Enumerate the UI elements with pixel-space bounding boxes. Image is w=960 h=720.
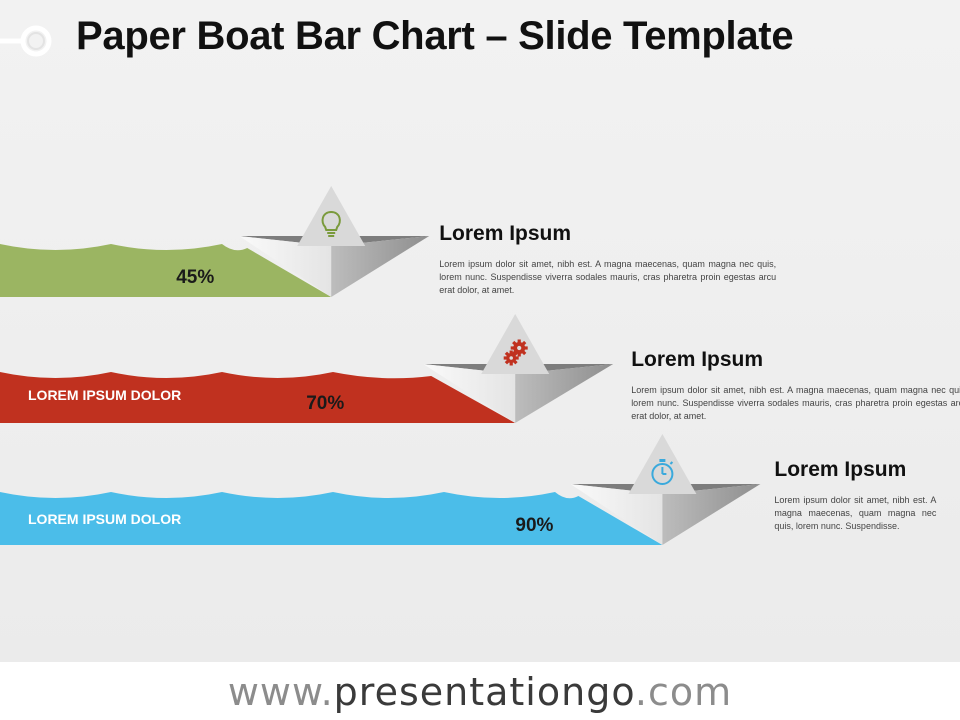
description-block: Lorem Ipsum Lorem ipsum dolor sit amet, … bbox=[439, 222, 776, 297]
bar bbox=[0, 492, 663, 545]
description-text: Lorem ipsum dolor sit amet, nibh est. A … bbox=[774, 495, 937, 531]
description-block: Lorem Ipsum Lorem ipsum dolor sit amet, … bbox=[631, 348, 960, 423]
description-text: Lorem ipsum dolor sit amet, nibh est. A … bbox=[439, 259, 777, 295]
bar-value-label: 45% bbox=[176, 267, 215, 288]
footer-url[interactable]: www.presentationgo.com bbox=[228, 670, 732, 714]
gears-icon bbox=[503, 339, 528, 366]
bar-category-label: LOREM IPSUM DOLOR bbox=[28, 387, 182, 403]
description-title: Lorem Ipsum bbox=[774, 458, 907, 481]
bar-category-label: LOREM IPSUM DOLOR bbox=[28, 511, 182, 527]
slide: Paper Boat Bar Chart – Slide Template 45… bbox=[0, 0, 960, 662]
footer: www.presentationgo.com bbox=[0, 662, 960, 720]
boat-hull-right bbox=[515, 364, 614, 423]
footer-url-brand: presentationgo bbox=[333, 670, 635, 714]
stopwatch-icon bbox=[651, 459, 674, 485]
footer-url-suffix: .com bbox=[634, 670, 733, 714]
bar bbox=[0, 244, 332, 297]
description-text: Lorem ipsum dolor sit amet, nibh est. A … bbox=[631, 385, 960, 421]
bar bbox=[0, 372, 516, 423]
boat-hull-left bbox=[239, 236, 332, 297]
lightbulb-icon bbox=[321, 210, 341, 237]
boat-hull-left bbox=[570, 484, 663, 545]
hook-icon bbox=[0, 25, 52, 57]
description-block: Lorem Ipsum Lorem ipsum dolor sit amet, … bbox=[774, 458, 936, 533]
boat-hull-right bbox=[662, 484, 761, 545]
bar-value-label: 90% bbox=[515, 515, 554, 536]
footer-url-prefix: www. bbox=[227, 670, 334, 714]
bar-value-label: 70% bbox=[306, 393, 345, 414]
boat-hull-left bbox=[423, 364, 516, 423]
description-title: Lorem Ipsum bbox=[631, 348, 764, 371]
boat-sail bbox=[297, 186, 366, 246]
boat-hull-right bbox=[331, 236, 430, 297]
paper-boat-bar-chart bbox=[0, 186, 761, 545]
description-title: Lorem Ipsum bbox=[439, 222, 572, 245]
slide-title: Paper Boat Bar Chart – Slide Template bbox=[76, 14, 794, 58]
